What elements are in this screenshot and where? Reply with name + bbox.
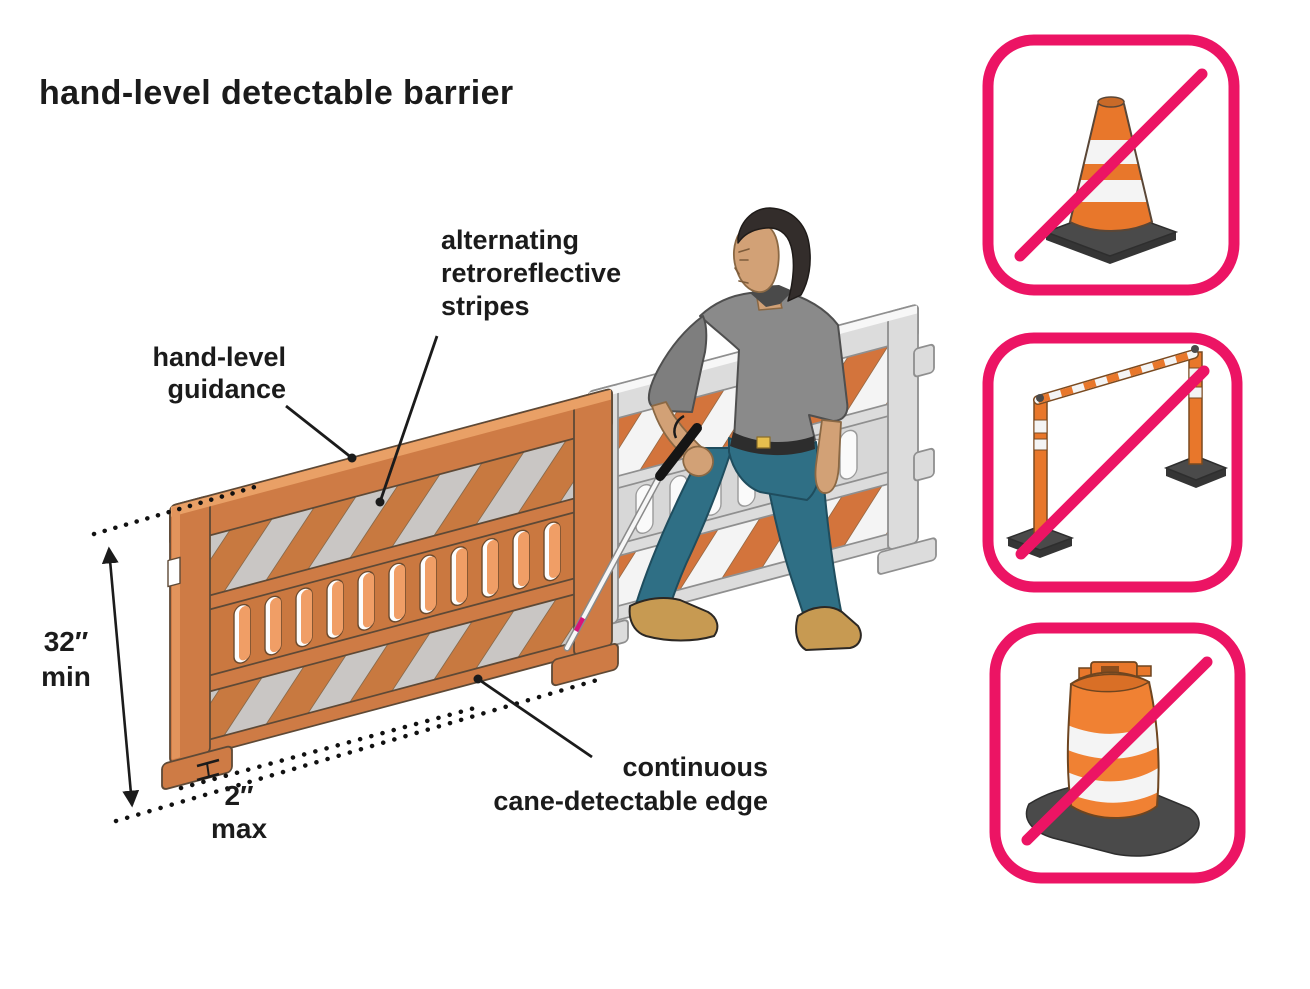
white-cane (563, 414, 702, 652)
label-retroreflective-stripes: alternating retroreflective stripes (441, 224, 621, 323)
label-line: cane-detectable edge (493, 786, 768, 816)
dimension-value: 2″ (224, 780, 254, 811)
leader-lines (285, 335, 593, 759)
prohibited-sign-traffic-drum (989, 622, 1246, 884)
label-line: stripes (441, 291, 530, 321)
prohibition-slash (1015, 365, 1210, 560)
face-details (734, 248, 750, 284)
dimension-value: 32″ (43, 626, 89, 657)
dimension-qualifier: min (41, 661, 91, 692)
32in-dimension-arrow (101, 546, 140, 808)
label-line: retroreflective (441, 258, 622, 288)
label-hand-level-guidance: hand-level guidance (92, 341, 286, 405)
label-line: alternating (441, 225, 580, 255)
2in-gap-bracket (196, 758, 220, 782)
dimension-guides (91, 335, 607, 824)
prohibited-sign-delineator-posts (982, 332, 1243, 593)
prohibition-frame (989, 622, 1246, 884)
prohibition-frame (982, 332, 1243, 593)
label-line: guidance (167, 374, 286, 404)
label-line: continuous (622, 752, 768, 782)
prohibited-sign-traffic-cone (982, 34, 1240, 296)
dimension-qualifier: max (210, 813, 268, 844)
pedestrian-with-cane (563, 207, 862, 652)
prohibition-slash (1021, 656, 1213, 846)
orange-barricade (161, 388, 619, 790)
dotted-top-level-line (91, 483, 261, 537)
label-line: hand-level (152, 342, 286, 372)
label-min-height: 32″ min (26, 624, 106, 694)
prohibition-slash (1014, 68, 1208, 262)
label-max-gap: 2″ max (192, 779, 286, 845)
prohibition-frame (982, 34, 1240, 296)
dotted-ground-line (113, 675, 607, 824)
figure-title: hand-level detectable barrier (39, 74, 514, 112)
label-cane-detectable-edge: continuous cane-detectable edge (418, 750, 768, 818)
